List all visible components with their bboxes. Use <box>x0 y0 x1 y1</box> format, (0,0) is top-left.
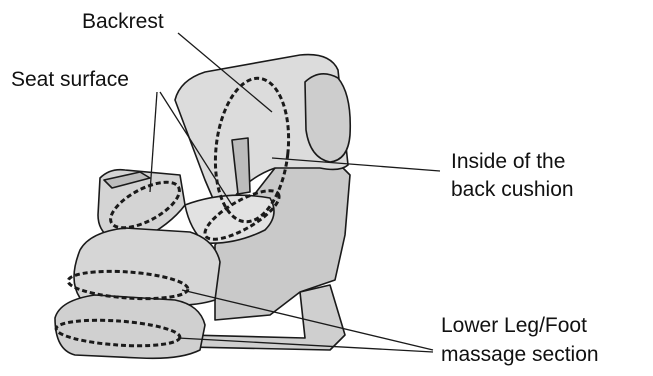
seat-surface-label: Seat surface <box>11 68 129 91</box>
chair-foot-section <box>55 295 205 358</box>
inside-back-cushion-label-line1: Inside of the <box>451 150 565 173</box>
lower-leg-label-line1: Lower Leg/Foot <box>441 314 587 337</box>
chair-headrest <box>305 74 350 162</box>
lower-leg-label-line2: massage section <box>441 343 599 366</box>
backrest-label: Backrest <box>82 10 164 33</box>
inside-back-cushion-label-line2: back cushion <box>451 178 574 201</box>
